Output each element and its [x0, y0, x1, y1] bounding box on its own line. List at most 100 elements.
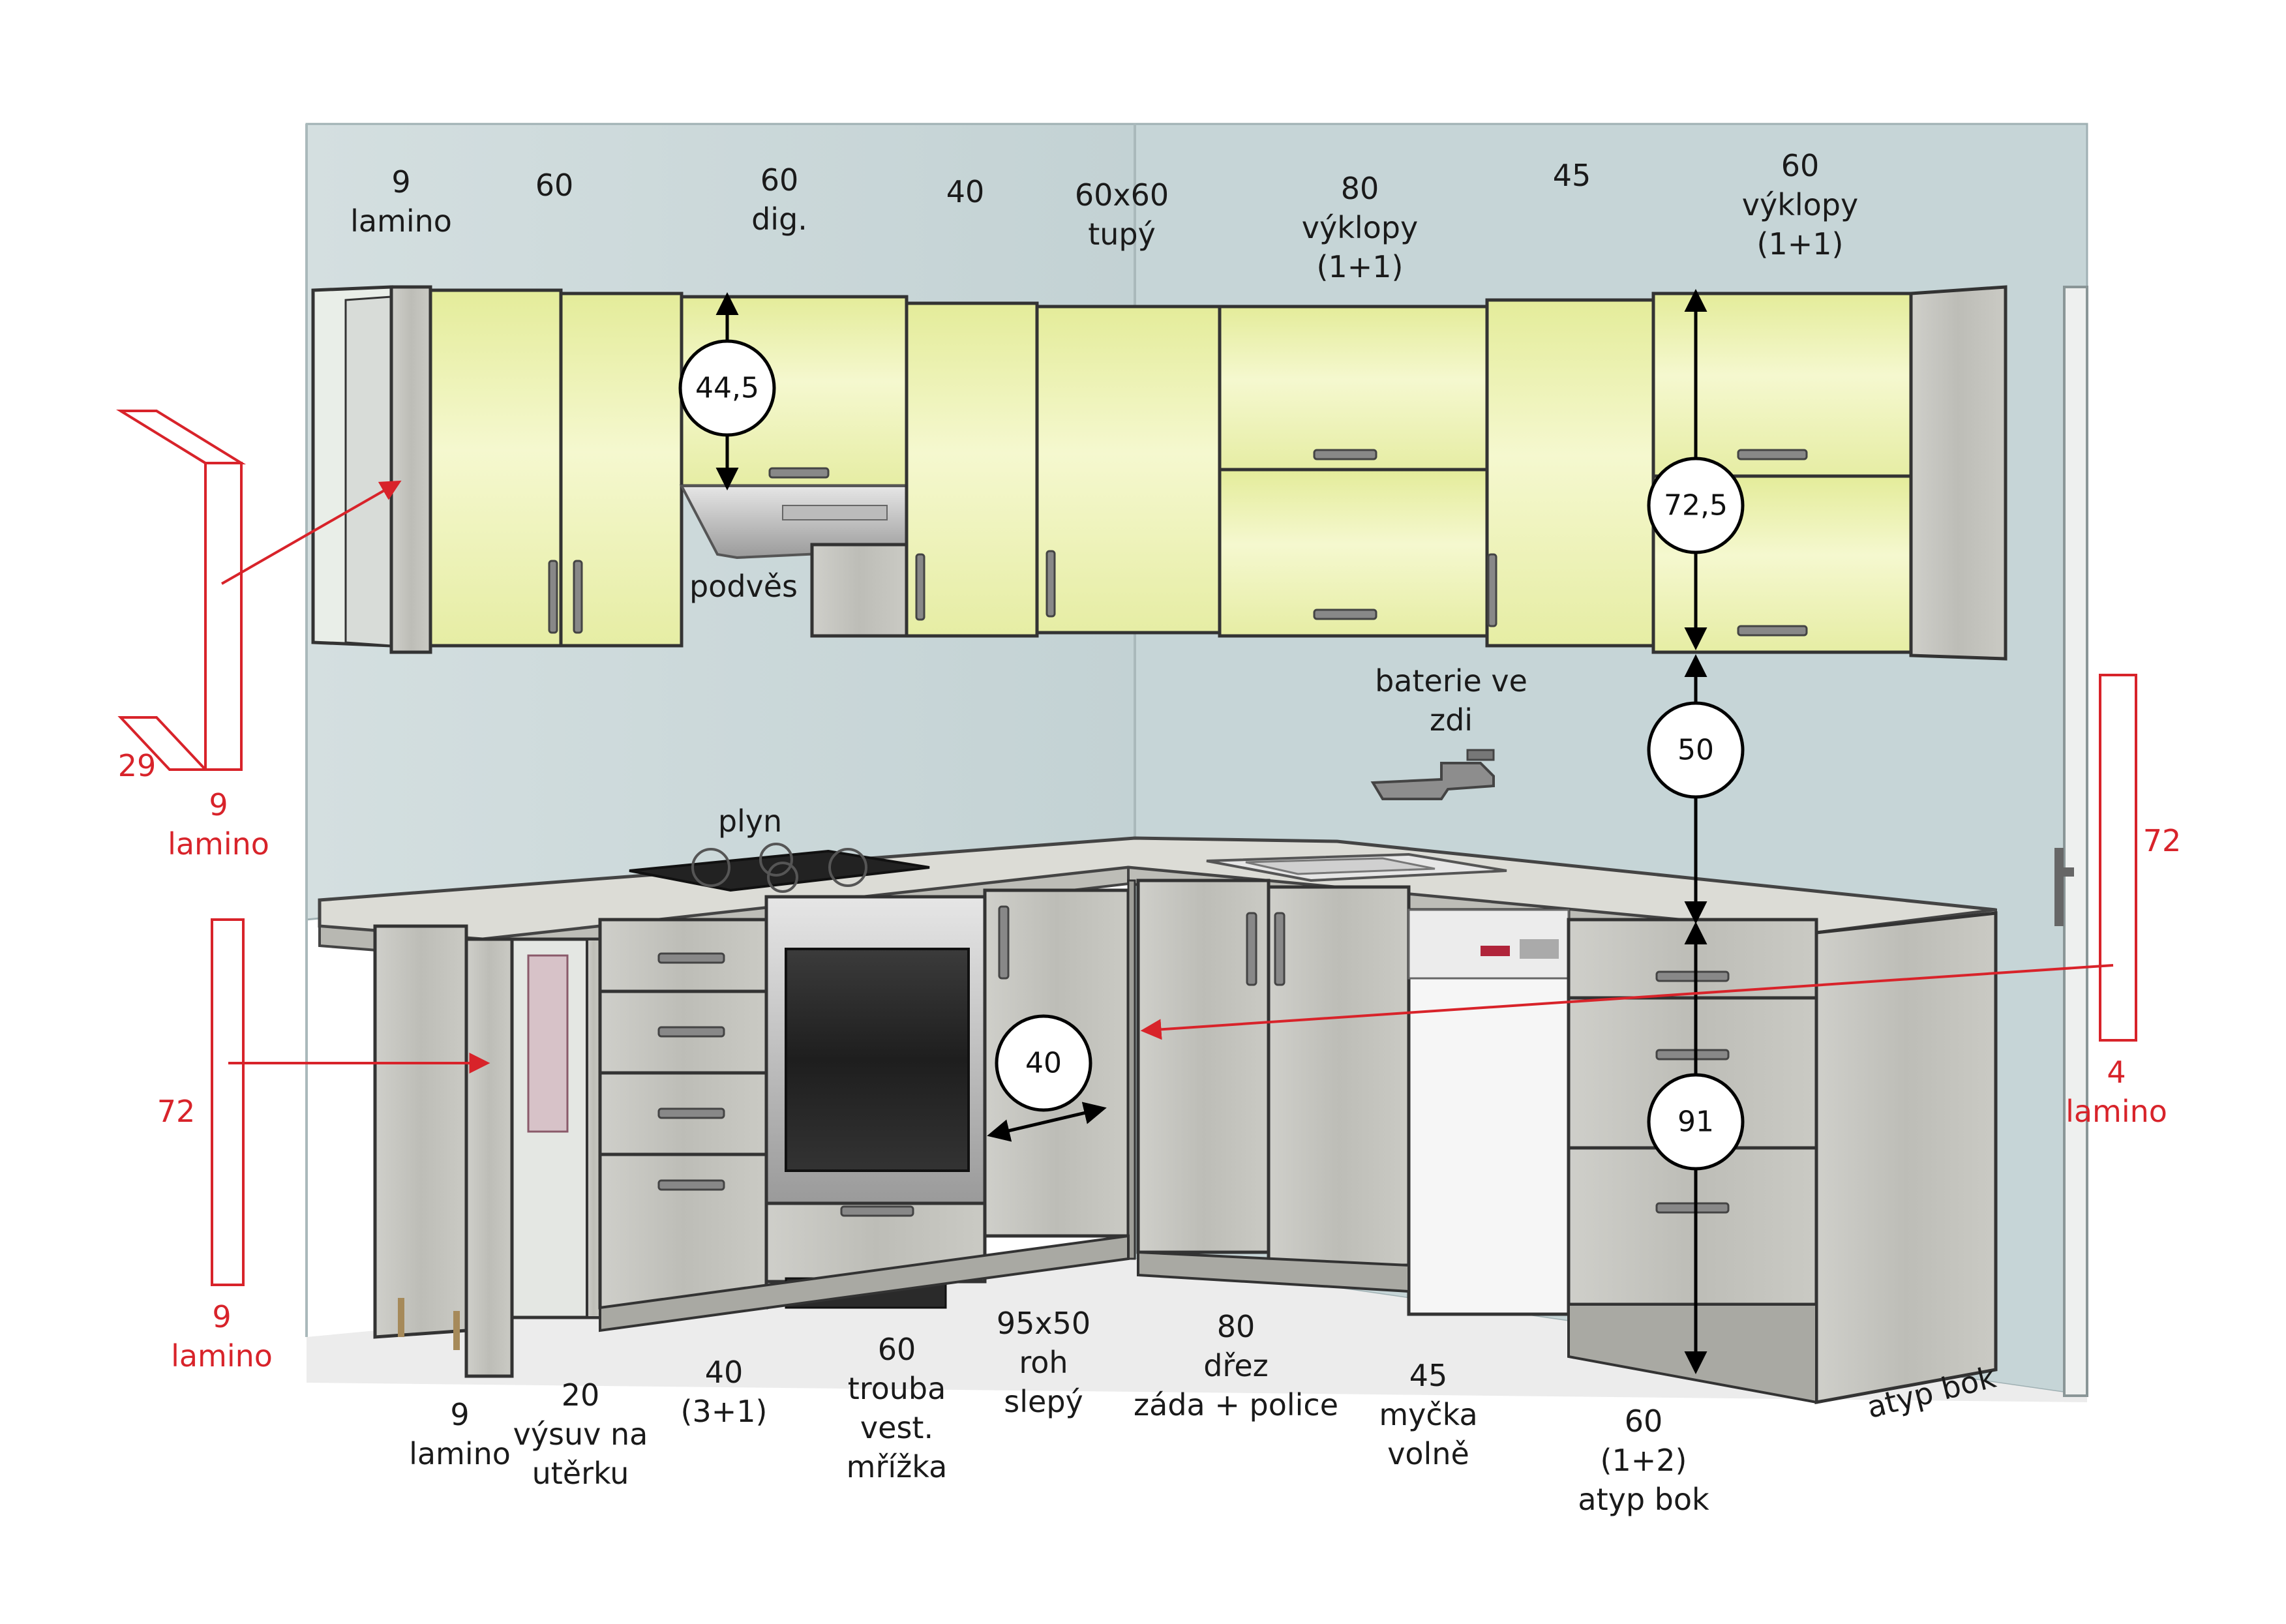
- base-cabinet-label: trouba: [848, 1371, 946, 1406]
- door-handle: [1737, 625, 1808, 637]
- red-panel-right-thickness: lamino: [2066, 1094, 2167, 1129]
- dim-base-height: 91: [1677, 1105, 1714, 1139]
- upper-cabinet-45: [1485, 298, 1655, 648]
- dim-circle-base: [1647, 1073, 1745, 1171]
- base-cabinet-label: dřez: [1203, 1348, 1269, 1383]
- base-cabinet-label: 60: [878, 1332, 916, 1367]
- upper-cabinet-label: 9: [391, 164, 410, 200]
- door-handle: [1737, 449, 1808, 460]
- base-cabinet-label: utěrku: [532, 1456, 629, 1491]
- drawer-handle: [657, 1026, 725, 1038]
- upper-cabinet-80: [1218, 305, 1489, 638]
- door-handle: [573, 560, 583, 634]
- upper-cabinet-label: výklopy: [1742, 187, 1858, 222]
- door-handle: [998, 905, 1010, 980]
- base-cabinet-label: lamino: [409, 1436, 511, 1471]
- gas-label: plyn: [718, 804, 782, 839]
- drawer-handle: [1655, 1202, 1730, 1214]
- upper-cabinet-label: 60: [760, 162, 799, 198]
- faucet-label: zdi: [1430, 702, 1473, 738]
- red-panel-depth: 29: [118, 748, 157, 783]
- red-panel-upper-thickness: 9: [209, 787, 228, 822]
- plinth-left: [599, 1234, 1130, 1332]
- base-cabinet-label: (1+2): [1601, 1443, 1687, 1478]
- red-panel-right-height: 72: [2143, 823, 2182, 858]
- base-drawers-40: [598, 918, 768, 1310]
- base-cabinet-label: (3+1): [681, 1394, 768, 1429]
- drawer-handle: [1655, 970, 1730, 982]
- faucet-label: baterie ve: [1375, 663, 1527, 699]
- upper-cabinet-60: [429, 288, 684, 648]
- base-oven-60: [764, 895, 987, 1309]
- upper-open-shelf: [311, 285, 432, 654]
- upper-cabinet-label: 60: [1781, 148, 1820, 183]
- door-handle: [915, 553, 925, 621]
- drawer-handle: [840, 1205, 914, 1217]
- base-cabinet-label: 45: [1409, 1358, 1448, 1393]
- upper-cabinets: [311, 285, 2008, 661]
- base-cabinet-label: mřížka: [847, 1449, 948, 1484]
- door-handle: [768, 467, 830, 479]
- base-dishwasher-45: [1407, 908, 1571, 1316]
- base-cabinet-label: vest.: [860, 1410, 933, 1445]
- door-handle: [1313, 609, 1377, 620]
- upper-cabinet-label: výklopy: [1302, 210, 1418, 245]
- base-left-panel: [373, 924, 514, 1378]
- upper-cabinet-label: 60: [535, 168, 574, 203]
- red-panel-upper-thickness: lamino: [168, 826, 269, 862]
- gas-hob: [629, 843, 930, 893]
- upper-cabinet-label: (1+1): [1757, 226, 1844, 262]
- door-handle: [548, 560, 558, 634]
- dim-circle-backsplash: [1647, 701, 1745, 799]
- upper-cabinet-label: tupý: [1088, 217, 1156, 252]
- door: [2054, 286, 2088, 1397]
- hood-label: podvěs: [689, 569, 798, 604]
- door-handle: [1045, 550, 1056, 618]
- door-handle: [1313, 449, 1377, 460]
- base-towel-pullout: [510, 937, 602, 1319]
- upper-cabinet-label: 60x60: [1075, 177, 1169, 213]
- drawer-handle: [657, 1179, 725, 1191]
- dim-hood-gap: 44,5: [695, 372, 759, 405]
- base-cabinet-label: slepý: [1004, 1384, 1083, 1419]
- red-panel-left-lower: [211, 918, 490, 1286]
- base-cabinet-label: 95x50: [997, 1306, 1090, 1341]
- sink: [1206, 852, 1507, 882]
- base-cabinet-label: 80: [1217, 1309, 1256, 1344]
- red-panel-right-thickness: 4: [2107, 1055, 2126, 1090]
- upper-cabinet-40: [810, 301, 1039, 638]
- red-panel-left-upper: [115, 410, 402, 771]
- dimension-circles: 44,5 72,5 50 91 40: [678, 339, 1745, 1171]
- upper-cabinet-label: (1+1): [1317, 249, 1404, 284]
- dim-circle-hood: [678, 339, 776, 437]
- dim-corner-gap: 40: [1025, 1047, 1062, 1080]
- drawer-handle: [657, 952, 725, 964]
- upper-cabinet-label: 80: [1341, 171, 1379, 206]
- base-cabinet-label: 9: [450, 1397, 469, 1432]
- plinth-right: [1137, 1250, 1410, 1293]
- dim-backsplash: 50: [1677, 734, 1714, 767]
- door-handle: [1487, 553, 1497, 627]
- door-handle: [1274, 912, 1286, 986]
- red-panel-lower-thickness: lamino: [171, 1338, 273, 1374]
- red-panel-height: 72: [157, 1094, 196, 1129]
- door-handle: [1246, 912, 1257, 986]
- upper-cabinet-label: lamino: [350, 203, 452, 239]
- red-panel-lower-thickness: 9: [212, 1299, 231, 1334]
- dim-circle-upper: [1647, 457, 1745, 554]
- base-cabinet-label: 20: [562, 1377, 600, 1413]
- base-cabinet-label: atyp bok: [1578, 1482, 1709, 1517]
- base-cabinet-label: 60: [1625, 1404, 1663, 1439]
- base-sink-80: [1136, 879, 1411, 1267]
- base-cabinet-label: 40: [705, 1355, 744, 1390]
- drawer-handle: [657, 1107, 725, 1119]
- base-cabinet-label: roh: [1019, 1345, 1068, 1380]
- upper-cabinet-label: dig.: [751, 202, 807, 237]
- base-cabinet-label: výsuv na: [513, 1417, 648, 1452]
- drawer-handle: [1655, 1049, 1730, 1060]
- upper-cabinet-corner: [1035, 305, 1222, 635]
- base-cabinet-label: záda + police: [1134, 1387, 1338, 1422]
- dim-upper-height: 72,5: [1664, 489, 1728, 522]
